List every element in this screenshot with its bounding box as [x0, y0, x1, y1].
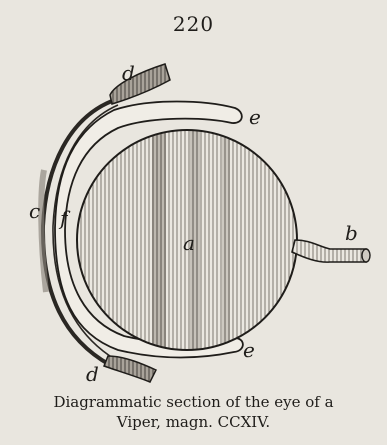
caption-line-1: Diagrammatic section of the eye of a — [0, 392, 387, 412]
label-e-bottom: e — [243, 338, 255, 362]
label-e-top: e — [249, 105, 261, 129]
label-d-top: d — [122, 61, 135, 85]
label-c: c — [29, 199, 40, 223]
muscle-top — [110, 64, 170, 104]
label-f: f — [58, 206, 71, 230]
figure-caption: Diagrammatic section of the eye of a Vip… — [0, 392, 387, 432]
optic-nerve — [292, 240, 370, 262]
caption-line-2: Viper, magn. CCXIV. — [0, 412, 387, 432]
label-a: a — [183, 231, 195, 255]
muscle-bottom — [104, 356, 156, 382]
label-d-bottom: d — [86, 362, 99, 386]
label-b: b — [345, 221, 358, 245]
